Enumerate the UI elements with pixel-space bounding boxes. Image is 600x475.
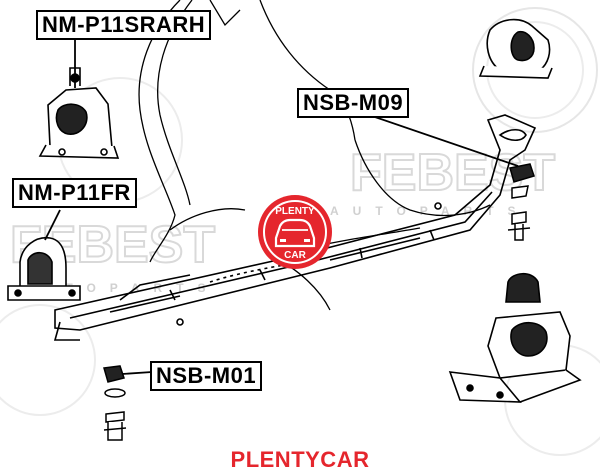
crossmember <box>53 114 537 341</box>
mount-nm-p11fr <box>7 237 81 301</box>
watermark-sub-right: AUTOPARTS <box>330 204 530 218</box>
leader-lines <box>44 38 519 375</box>
label-nm-p11srarh: NM-P11SRARH <box>36 10 212 40</box>
badge-top-text: PLENTY <box>275 206 315 217</box>
label-nsb-m09: NSB-M09 <box>297 88 410 118</box>
badge-bottom-text: CAR <box>284 250 306 261</box>
nut-bolt-right <box>507 163 535 241</box>
nut-bolt-left <box>103 365 127 441</box>
mount-top-right <box>478 18 553 79</box>
plentycar-badge: PLENTY CAR <box>258 195 332 269</box>
car-icon <box>274 218 316 248</box>
label-nm-p11fr: NM-P11FR <box>12 178 137 208</box>
mount-bottom-right <box>448 272 582 403</box>
footer-brand-text: PLENTYCAR <box>230 447 370 472</box>
mount-nm-p11srarh <box>38 67 120 159</box>
label-nsb-m01: NSB-M01 <box>150 361 263 391</box>
